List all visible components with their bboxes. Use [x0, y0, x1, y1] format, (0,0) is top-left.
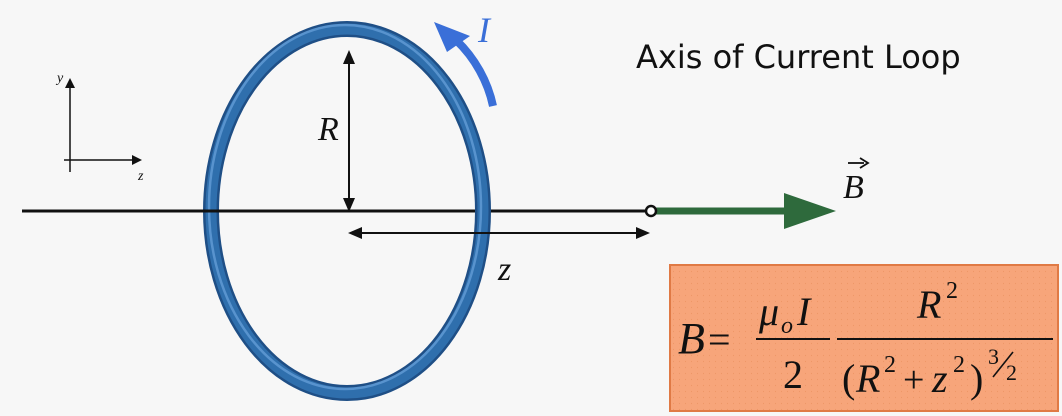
formula-open-paren: ( [842, 356, 855, 401]
z-axis-label: z [137, 169, 144, 184]
radius-arrowhead-bottom [343, 198, 355, 212]
formula-equals: = [708, 317, 731, 362]
radius-arrowhead-top [343, 50, 355, 64]
distance-arrowhead-right [636, 227, 650, 239]
formula-current: I [796, 289, 812, 334]
formula-denominator-2: 2 [783, 352, 803, 397]
formula-den-z-sq: 2 [953, 352, 965, 378]
field-arrowhead [784, 193, 836, 229]
formula-plus: + [903, 359, 924, 401]
formula-mu-sub: o [781, 313, 793, 339]
formula-close-paren: ) [970, 356, 983, 401]
current-arrowhead [434, 22, 470, 52]
formula-den-R: R [855, 356, 880, 401]
current-arrow-arc [453, 37, 497, 107]
formula-lhs: B [678, 314, 705, 363]
formula-den-z: z [931, 356, 948, 401]
field-label: B [843, 169, 864, 206]
formula-mu: μ [758, 289, 779, 334]
formula-exp-den: 2 [1006, 360, 1017, 385]
formula-exp-slash [992, 351, 1014, 378]
formula-den-R-sq: 2 [884, 352, 896, 378]
coordinate-axes: y z [55, 71, 144, 184]
loop-ring-highlight [207, 23, 483, 391]
y-axis-label: y [55, 71, 64, 86]
formula-numerator-R: R [916, 282, 941, 327]
vector-arrow-icon [848, 157, 870, 169]
formula-exp-num: 3 [988, 344, 999, 369]
distance-dimension: z [348, 227, 650, 288]
radius-label: R [317, 111, 339, 148]
field-vector: B [644, 157, 870, 229]
current-loop [203, 21, 491, 401]
current-direction: I [434, 10, 497, 107]
current-label: I [477, 10, 492, 50]
distance-arrowhead-left [348, 227, 362, 239]
distance-label: z [497, 251, 511, 288]
formula-numerator-sq: 2 [946, 278, 958, 304]
field-point [644, 204, 658, 218]
formula-box: B = μ o I 2 R 2 ( R 2 + z 2 ) 3 2 [669, 264, 1059, 412]
radius-dimension: R [317, 50, 355, 212]
slide-title: Axis of Current Loop [636, 38, 961, 76]
